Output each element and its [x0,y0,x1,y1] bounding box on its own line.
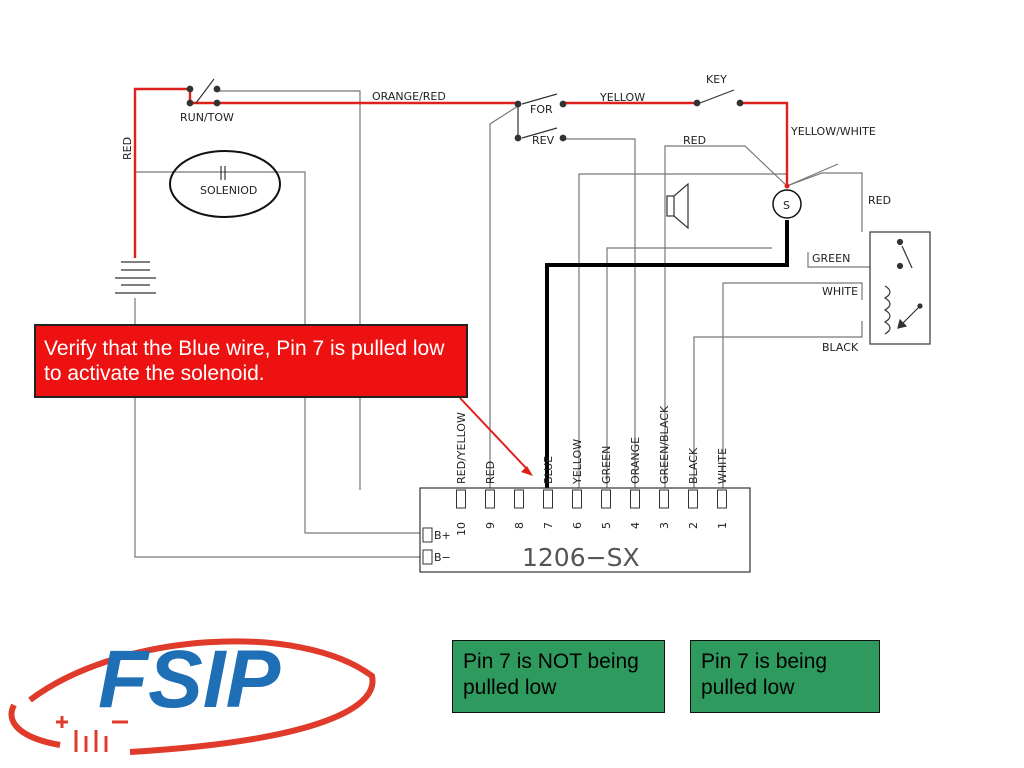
pin-8-number: 8 [513,522,526,529]
pin-7-wire-label: BLUE [542,456,555,484]
green-label: GREEN [812,252,850,265]
key-switch-icon [693,89,744,107]
bplus-label: B+ [434,529,451,542]
rev-label: REV [532,134,555,147]
pin-3-wire-label: GREEN/BLACK [658,405,671,484]
red-right-label: RED [868,194,891,207]
s-terminal-icon [772,189,802,219]
relay-icon [869,231,931,345]
fsip-logo: FSIP [8,634,376,755]
pin-1-terminal [717,489,727,509]
white-label: WHITE [822,285,858,298]
pin-4-wire-label: ORANGE [629,437,642,484]
pin-2-number: 2 [687,522,700,529]
pin-3-number: 3 [658,522,671,529]
junction-icon [784,183,790,189]
pin-9-wire-label: RED [484,461,497,484]
fsip-logo-text: FSIP [98,634,281,725]
pin-6-number: 6 [571,522,584,529]
callout-arrow-icon [459,397,533,476]
battery-symbol-icon [56,716,128,752]
speaker-icon [666,182,689,230]
bminus-label: B− [434,551,451,564]
pin-9-number: 9 [484,522,497,529]
yellow-label: YELLOW [599,91,645,104]
pin-7-terminal [543,489,553,509]
pin-3-terminal [659,489,669,509]
pin7-not-pulled-low-button[interactable]: Pin 7 is NOT being pulled low [452,640,665,713]
s-label: S [783,199,790,212]
pin-5-wire-label: GREEN [600,446,613,484]
pin-1-number: 1 [716,522,729,529]
pin-6-wire-label: YELLOW [571,439,584,485]
pin-4-number: 4 [629,522,642,529]
pin-10-wire-label: RED/YELLOW [455,412,468,484]
run-tow-label: RUN/TOW [180,111,234,124]
battery-icon [115,261,156,294]
pin-6-terminal [572,489,582,509]
callout-instruction: Verify that the Blue wire, Pin 7 is pull… [34,324,468,398]
orange-red-label: ORANGE/RED [372,90,446,103]
pin-9-terminal [485,489,495,509]
pin-2-terminal [688,489,698,509]
bplus-terminal [422,527,433,543]
solenoid-label: SOLENIOD [200,184,257,197]
controller-pins: 10 RED/YELLOW 9 RED 8 7 BLUE 6 YELLOW 5 GREEN 4 ORAN… [455,405,729,536]
pin-4-terminal [630,489,640,509]
pin-7-number: 7 [542,522,555,529]
black-label: BLACK [822,341,859,354]
red-top-label: RED [683,134,706,147]
pin7-pulled-low-button[interactable]: Pin 7 is being pulled low [690,640,880,713]
pin-2-wire-label: BLACK [687,447,700,484]
pin-10-terminal [456,489,466,509]
for-label: FOR [530,103,553,116]
blue-wire-pin7 [545,220,789,490]
key-label: KEY [706,73,727,86]
bminus-terminal [422,549,433,565]
for-rev-switch-icon [514,93,567,142]
pin-5-terminal [601,489,611,509]
pin-10-number: 10 [455,522,468,536]
red-left-label: RED [121,137,134,160]
pin-5-number: 5 [600,522,613,529]
run-tow-switch-icon [186,78,221,107]
controller-label: 1206−SX [522,543,640,572]
yellow-white-label: YELLOW/WHITE [790,125,876,138]
solenoid-icon [169,150,281,218]
pin-8-terminal [514,489,524,509]
pin-1-wire-label: WHITE [716,448,729,484]
